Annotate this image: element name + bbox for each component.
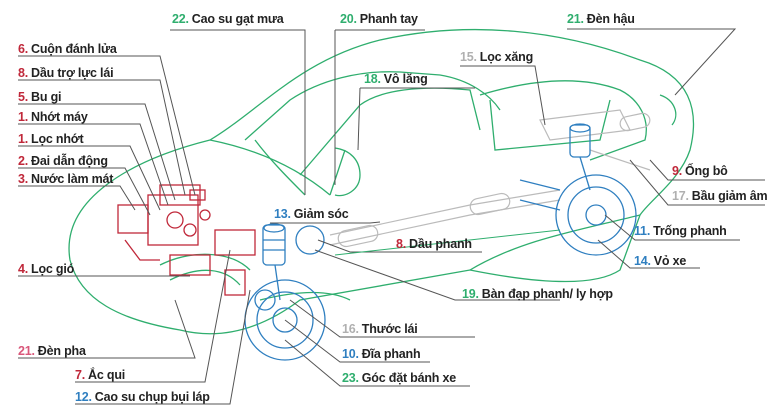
label-vo-xe: 14.Vỏ xe (634, 254, 687, 268)
label-dau-tro-luc-lai: 8.Dầu trợ lực lái (18, 66, 114, 80)
label-loc-gio: 4.Lọc gió (18, 262, 75, 276)
label-vo-lang: 18.Vô lăng (364, 72, 428, 86)
label-cuon-danh-lua: 6.Cuộn đánh lửa (18, 42, 117, 56)
label-goc-dat-banh-xe: 23.Góc đặt bánh xe (342, 371, 457, 385)
label-dai-dan-dong: 2.Đai dẫn động (18, 154, 108, 168)
label-loc-nhot: 1.Lọc nhớt (18, 132, 84, 146)
label-den-pha: 21.Đèn pha (18, 344, 86, 358)
label-nuoc-lam-mat: 3.Nước làm mát (18, 172, 114, 186)
label-dia-phanh: 10.Đĩa phanh (342, 347, 421, 361)
label-nhot-may: 1.Nhớt máy (18, 110, 88, 124)
leader-lines (18, 28, 765, 405)
label-ban-dap-phanh-ly-hop: 19.Bàn đạp phanh/ ly hợp (462, 287, 613, 301)
label-den-hau: 21.Đèn hậu (567, 12, 635, 26)
label-phanh-tay: 20.Phanh tay (340, 12, 418, 26)
label-loc-xang: 15.Lọc xăng (460, 50, 534, 64)
suspension-brakes (244, 123, 637, 361)
label-dau-phanh: 8.Dầu phanh (396, 237, 472, 251)
car-body-outline (68, 28, 695, 335)
label-thuoc-lai: 16.Thước lái (342, 322, 418, 336)
label-ong-bo: 9.Ống bô (672, 164, 728, 178)
label-giam-soc: 13.Giảm sóc (274, 207, 349, 221)
leader-lines-green (334, 229, 561, 256)
label-bu-gi: 5.Bu gi (18, 90, 62, 104)
exhaust-system (329, 109, 651, 248)
label-bau-giam-am: 17.Bầu giảm âm (672, 189, 768, 203)
label-trong-phanh: 11.Trống phanh (634, 224, 727, 238)
engine-block (117, 184, 256, 296)
label-cao-su-chup-bui-lap: 12.Cao su chụp bụi láp (75, 390, 210, 404)
label-ac-qui: 7.Ắc qui (75, 368, 126, 382)
label-cao-su-gat-mua: 22.Cao su gạt mưa (172, 12, 284, 26)
